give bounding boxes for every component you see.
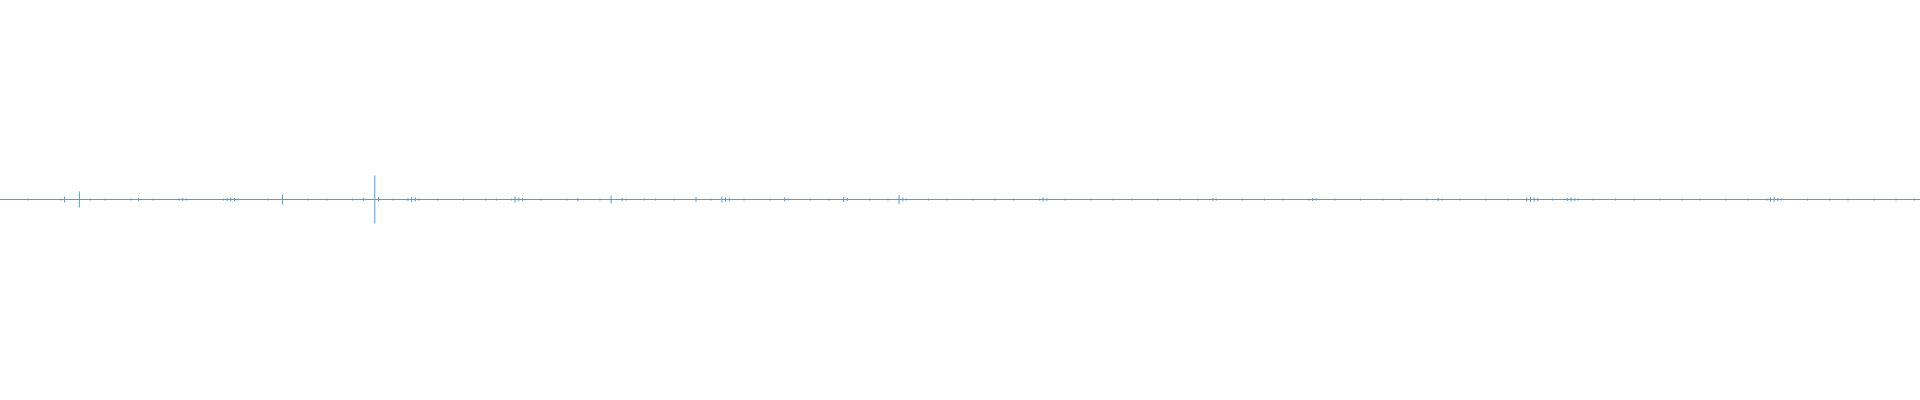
waveform-trace [1, 175, 1919, 224]
